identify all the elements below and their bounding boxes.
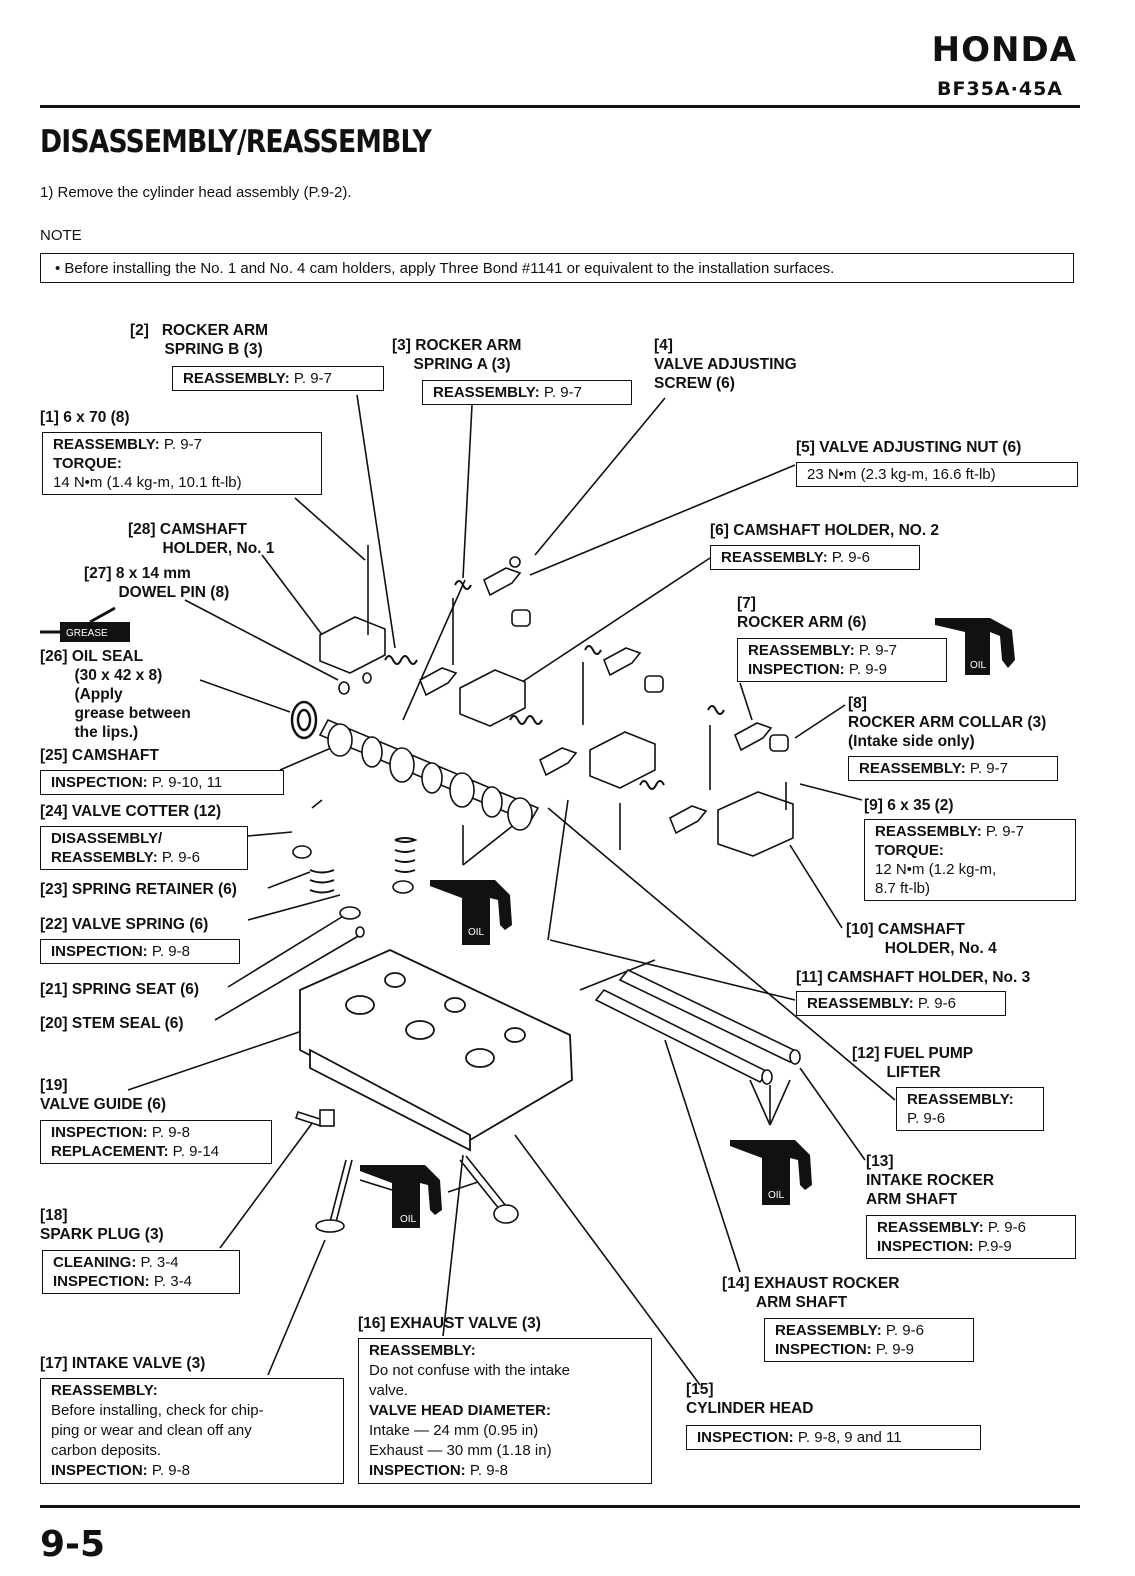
part-2-label: [2] ROCKER ARM SPRING B (3) [130, 322, 269, 358]
part-24-label: [24] VALVE COTTER (12) [40, 803, 222, 820]
part-11-label: [11] CAMSHAFT HOLDER, No. 3 [796, 969, 1031, 986]
part-14-box: REASSEMBLY: P. 9-6 INSPECTION: P. 9-9 [764, 1318, 974, 1362]
part-18-label: [18] SPARK PLUG (3) [40, 1207, 164, 1243]
part-18-box: CLEANING: P. 3-4 INSPECTION: P. 3-4 [42, 1250, 240, 1294]
footer-rule [40, 1505, 1080, 1508]
part-22-box: INSPECTION: P. 9-8 [40, 939, 240, 964]
svg-text:OIL: OIL [768, 1190, 785, 1201]
part-19-label: [19] VALVE GUIDE (6) [40, 1077, 167, 1113]
part-25-label: [25] CAMSHAFT [40, 747, 159, 764]
part-9-label: [9] 6 x 35 (2) [864, 797, 954, 814]
part-14-label: [14] EXHAUST ROCKER ARM SHAFT [722, 1275, 900, 1311]
part-11-box: REASSEMBLY: P. 9-6 [796, 991, 1006, 1016]
note-label: NOTE [40, 227, 82, 244]
part-23-label: [23] SPRING RETAINER (6) [40, 881, 237, 898]
part-19-box: INSPECTION: P. 9-8 REPLACEMENT: P. 9-14 [40, 1120, 272, 1164]
part-17-label: [17] INTAKE VALVE (3) [40, 1355, 206, 1372]
part-5-label: [5] VALVE ADJUSTING NUT (6) [796, 439, 1022, 456]
part-17-box: REASSEMBLY: Before installing, check for… [40, 1378, 344, 1484]
part-7-label: [7] ROCKER ARM (6) [737, 595, 867, 631]
part-6-label: [6] CAMSHAFT HOLDER, NO. 2 [710, 522, 940, 539]
svg-text:OIL: OIL [400, 1214, 417, 1225]
page-title: DISASSEMBLY/REASSEMBLY [40, 124, 432, 160]
part-4-label: [4] VALVE ADJUSTING SCREW (6) [654, 337, 797, 392]
part-13-box: REASSEMBLY: P. 9-6 INSPECTION: P.9-9 [866, 1215, 1076, 1259]
model-name: BF35A·45A [937, 78, 1063, 100]
part-9-box: REASSEMBLY: P. 9-7 TORQUE: 12 N•m (1.2 k… [864, 819, 1076, 901]
brand-logo: HONDA [931, 30, 1077, 70]
part-25-box: INSPECTION: P. 9-10, 11 [40, 770, 284, 795]
part-12-box: REASSEMBLY: P. 9-6 [896, 1087, 1044, 1131]
part-5-box: 23 N•m (2.3 kg-m, 16.6 ft-lb) [796, 462, 1078, 487]
part-3-label: [3] ROCKER ARM SPRING A (3) [392, 337, 522, 373]
part-12-label: [12] FUEL PUMP LIFTER [852, 1045, 974, 1081]
part-10-label: [10] CAMSHAFT HOLDER, No. 4 [846, 921, 997, 957]
part-3-box: REASSEMBLY: P. 9-7 [422, 380, 632, 405]
part-8-label: [8] ROCKER ARM COLLAR (3) (Intake side o… [848, 695, 1047, 750]
grease-icon: GREASE [40, 606, 130, 642]
note-box: • Before installing the No. 1 and No. 4 … [40, 253, 1074, 283]
part-6-box: REASSEMBLY: P. 9-6 [710, 545, 920, 570]
oil-can-icon: OIL [360, 1165, 442, 1228]
part-8-box: REASSEMBLY: P. 9-7 [848, 756, 1058, 781]
part-26-label: [26] OIL SEAL (30 x 42 x 8) (Apply greas… [40, 648, 191, 741]
part-7-box: REASSEMBLY: P. 9-7 INSPECTION: P. 9-9 [737, 638, 947, 682]
part-1-box: REASSEMBLY: P. 9-7 TORQUE: 14 N•m (1.4 k… [42, 432, 322, 495]
part-27-label: [27] 8 x 14 mm DOWEL PIN (8) [84, 565, 230, 601]
part-15-box: INSPECTION: P. 9-8, 9 and 11 [686, 1425, 981, 1450]
part-13-label: [13] INTAKE ROCKER ARM SHAFT [866, 1153, 995, 1208]
part-28-label: [28] CAMSHAFT HOLDER, No. 1 [128, 521, 275, 557]
part-16-box: REASSEMBLY: Do not confuse with the inta… [358, 1338, 652, 1484]
part-22-label: [22] VALVE SPRING (6) [40, 916, 209, 933]
part-21-label: [21] SPRING SEAT (6) [40, 981, 200, 998]
svg-text:OIL: OIL [970, 660, 987, 671]
part-2-box: REASSEMBLY: P. 9-7 [172, 366, 384, 391]
page-number: 9-5 [40, 1524, 106, 1565]
header-rule [40, 105, 1080, 108]
part-24-box: DISASSEMBLY/ REASSEMBLY: P. 9-6 [40, 826, 248, 870]
step-text: 1) Remove the cylinder head assembly (P.… [40, 184, 352, 201]
svg-text:OIL: OIL [468, 927, 485, 938]
oil-can-icon: OIL [430, 880, 512, 945]
grease-label: GREASE [66, 628, 108, 639]
part-16-label: [16] EXHAUST VALVE (3) [358, 1315, 541, 1332]
oil-can-icon: OIL [935, 618, 1015, 675]
part-15-label: [15] CYLINDER HEAD [686, 1381, 814, 1417]
part-20-label: [20] STEM SEAL (6) [40, 1015, 184, 1032]
part-1-label: [1] 6 x 70 (8) [40, 409, 130, 426]
oil-can-icon: OIL [730, 1140, 812, 1205]
